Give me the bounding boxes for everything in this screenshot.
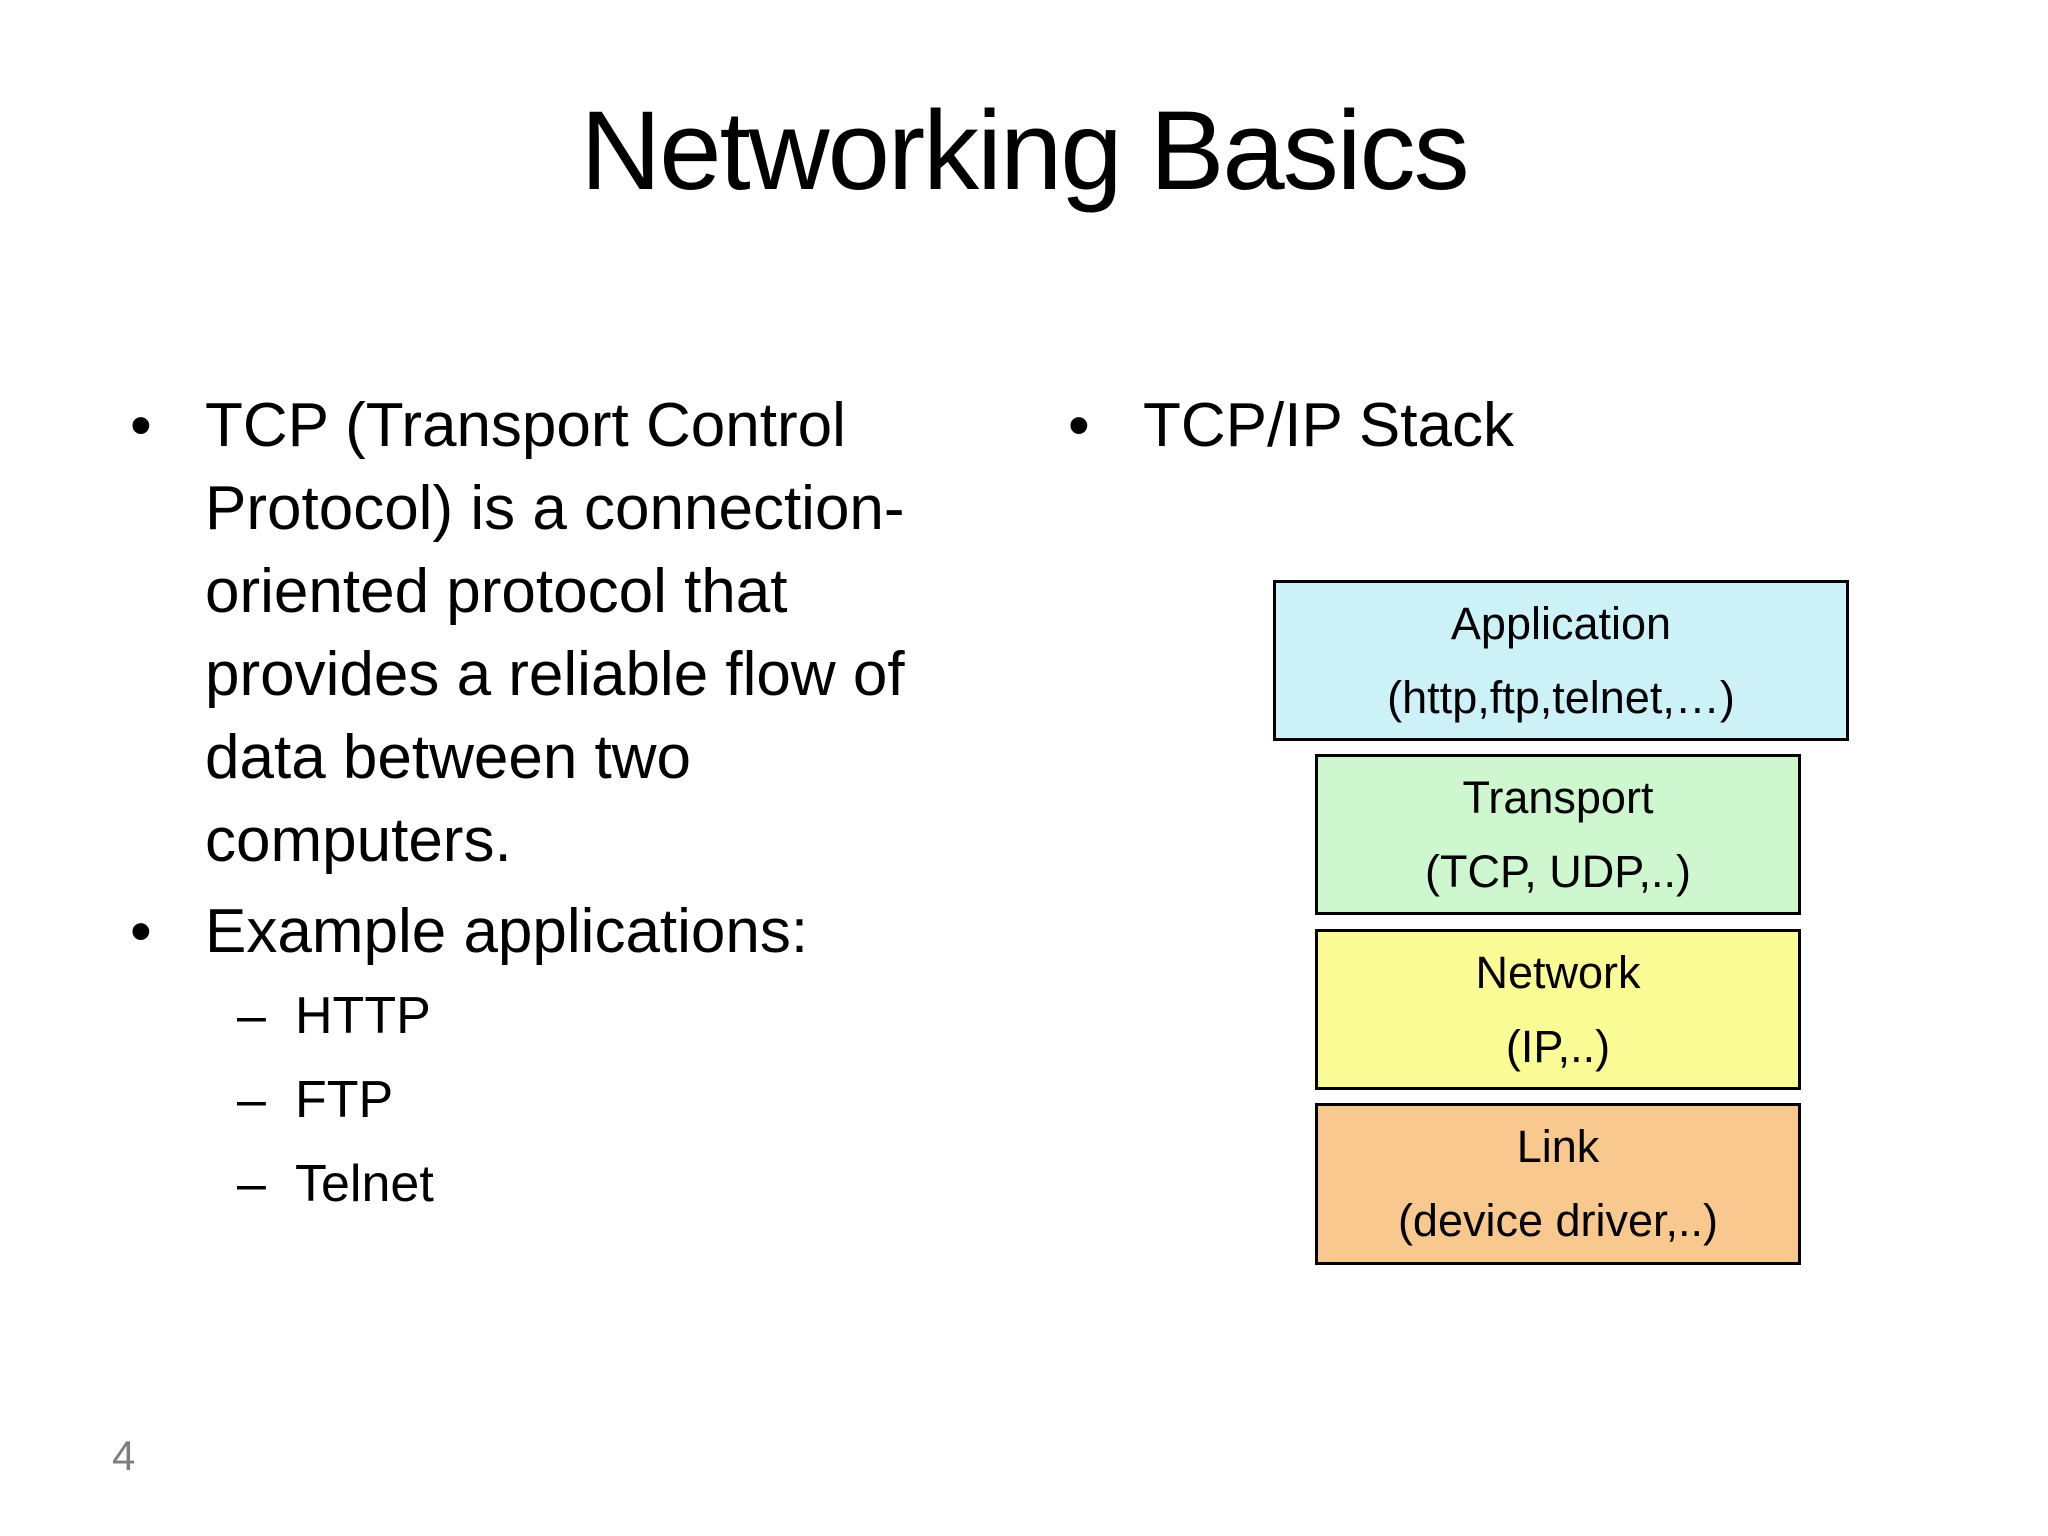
dash-marker: – [237,1155,266,1213]
slide-title: Networking Basics [580,88,1469,213]
layer-name: Application [1450,597,1672,649]
layer-name: Transport [1462,771,1654,823]
layer-name: Network [1475,946,1641,998]
sub-bullet-ftp: – FTP [100,1069,1110,1131]
bullet-marker: • [1068,391,1090,460]
bullet-marker: • [130,897,152,966]
page-number: 4 [112,1432,136,1479]
dash-marker: – [237,987,266,1045]
stack-layer-network: Network (IP,..) [1315,929,1801,1090]
dash-marker: – [237,1071,266,1129]
left-column: • TCP (Transport Control Protocol) is a … [100,384,1110,1215]
bullet-text: TCP (Transport Control Protocol) is a co… [205,391,905,875]
stack-layer-link: Link (device driver,..) [1315,1103,1801,1265]
sub-bullet-text: Telnet [295,1155,434,1213]
bullet-item-example-applications: • Example applications: [100,890,1110,973]
layer-detail: (TCP, UDP,..) [1425,845,1691,897]
layer-detail: (IP,..) [1505,1020,1611,1072]
bullet-text: Example applications: [205,897,809,966]
bullet-item-tcpip-stack: • TCP/IP Stack [1040,384,1514,467]
sub-bullet-text: FTP [295,1071,394,1129]
sub-bullet-text: HTTP [295,987,431,1045]
layer-detail: (http,ftp,telnet,…) [1387,671,1735,723]
bullet-marker: • [130,391,152,460]
layer-name: Link [1516,1121,1600,1172]
stack-layer-transport: Transport (TCP, UDP,..) [1315,754,1801,915]
layer-detail: (device driver,..) [1397,1195,1719,1246]
bullet-text: TCP/IP Stack [1143,391,1514,460]
sub-bullet-telnet: – Telnet [100,1153,1110,1215]
sub-bullet-http: – HTTP [100,985,1110,1047]
stack-layer-application: Application (http,ftp,telnet,…) [1273,580,1849,741]
bullet-item-tcp: • TCP (Transport Control Protocol) is a … [100,384,1110,882]
